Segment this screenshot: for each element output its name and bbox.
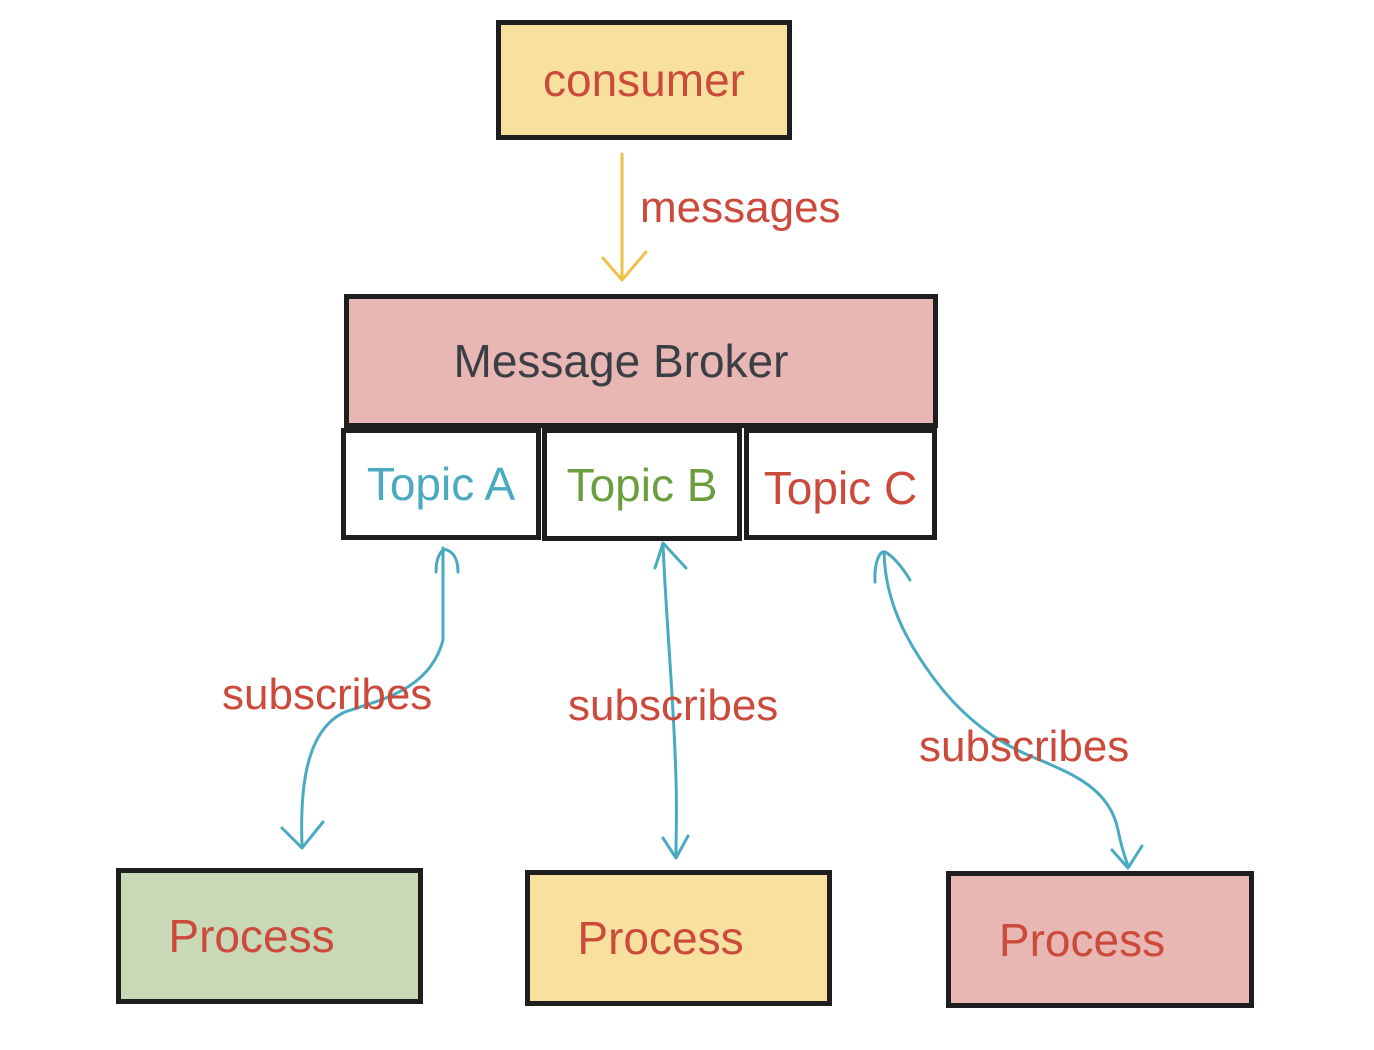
process-box-1: Process xyxy=(116,868,423,1004)
consumer-box: consumer xyxy=(496,20,792,140)
subscribes-edge-label-3: subscribes xyxy=(919,722,1130,771)
subscribe-arrow-topic-c xyxy=(873,550,1144,870)
topic-a-box: Topic A xyxy=(341,428,541,540)
process-box-3: Process xyxy=(946,871,1254,1008)
topic-b-label: Topic B xyxy=(566,458,718,511)
topic-a-label: Topic A xyxy=(366,458,516,510)
topic-b-box: Topic B xyxy=(542,428,742,541)
topic-c-box: Topic C xyxy=(744,428,937,540)
process-box-2: Process xyxy=(525,870,832,1006)
process-3-label: Process xyxy=(998,913,1166,966)
message-broker-box: Message Broker xyxy=(344,294,938,428)
messages-edge-label: messages xyxy=(640,183,841,232)
message-broker-label: Message Broker xyxy=(453,335,789,387)
process-2-label: Process xyxy=(577,912,744,964)
process-1-label: Process xyxy=(168,910,335,962)
subscribes-edge-label-1: subscribes xyxy=(222,670,433,719)
subscribes-edge-label-2: subscribes xyxy=(568,681,779,730)
consumer-label: consumer xyxy=(543,54,745,106)
topic-c-label: Topic C xyxy=(763,462,918,514)
